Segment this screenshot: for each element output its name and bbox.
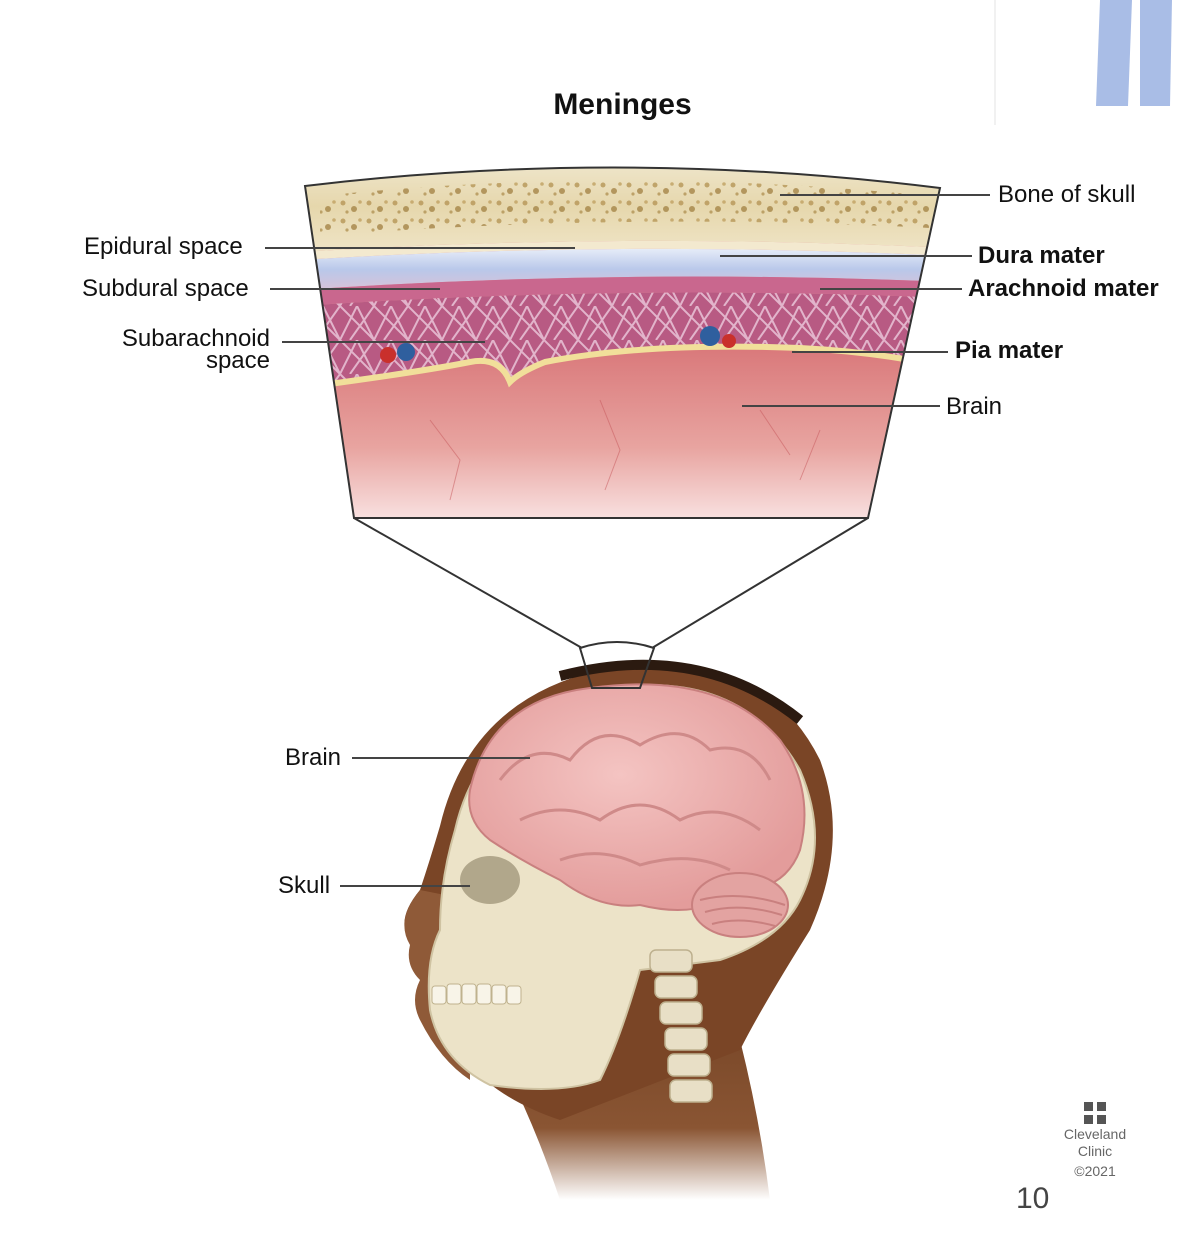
meninges-cross-section: [305, 167, 940, 518]
logo-name-line2: Clinic: [1077, 1143, 1113, 1159]
body-silhouette-icon: [994, 0, 1172, 125]
label-arachnoid-mater: Arachnoid mater: [968, 275, 1159, 302]
label-epidural-space: Epidural space: [84, 233, 243, 260]
diagram-title: Meninges: [553, 88, 692, 121]
label-subdural-space: Subdural space: [82, 275, 249, 302]
label-brain-cross-section: Brain: [946, 393, 1003, 420]
cleveland-clinic-logo-icon: [1084, 1102, 1106, 1124]
label-subarachnoid-space: Subarachnoid space: [100, 326, 270, 374]
logo-copyright: ©2021: [1074, 1163, 1116, 1179]
label-skull: Skull: [278, 872, 331, 899]
cleveland-clinic-logo: Cleveland Clinic ©2021: [1050, 1100, 1140, 1180]
leader-lines: [265, 194, 990, 887]
label-subarachnoid-line2: space: [205, 347, 270, 374]
label-pia-mater: Pia mater: [955, 337, 1064, 364]
head-illustration: [404, 659, 833, 1200]
label-subarachnoid-line1: Subarachnoid: [121, 325, 270, 352]
label-dura-mater: Dura mater: [978, 242, 1105, 269]
logo-name-line1: Cleveland: [1063, 1126, 1127, 1142]
page-number: 10: [1016, 1182, 1050, 1215]
label-brain: Brain: [285, 744, 342, 771]
label-bone-of-skull: Bone of skull: [998, 181, 1136, 208]
